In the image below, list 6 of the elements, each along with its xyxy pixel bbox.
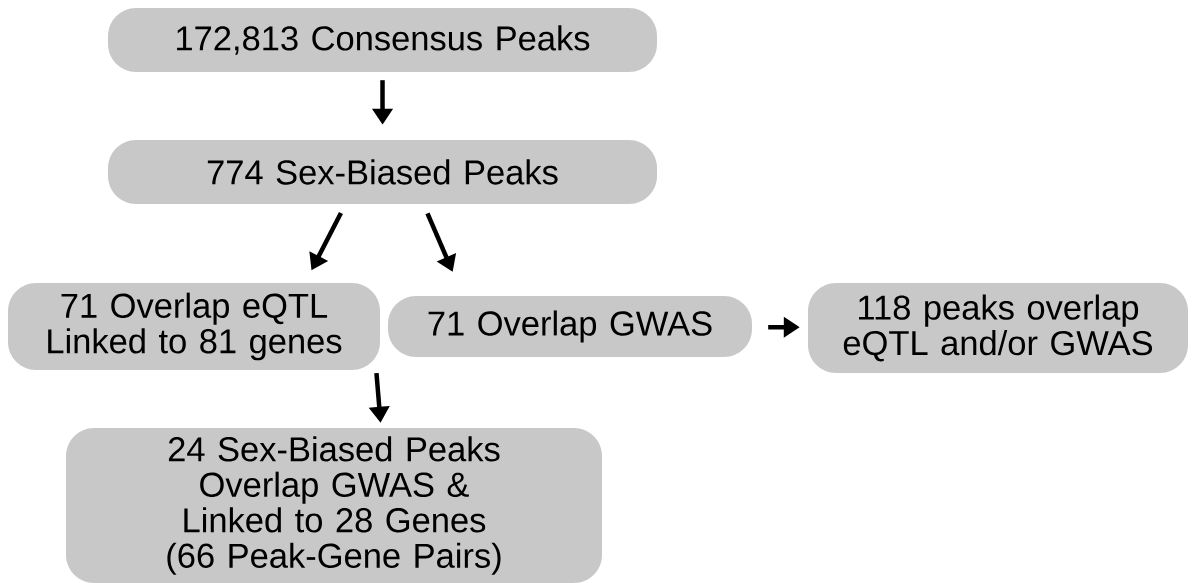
process-box: 24 Sex-Biased Peaks Overlap GWAS & Linked to 28 Genes (66 Peak-Gene Pairs): [66, 428, 602, 583]
process-box: 71 Overlap GWAS: [388, 296, 752, 357]
process-box: 118 peaks overlap eQTL and/or GWAS: [808, 283, 1188, 373]
process-box: 774 Sex-Biased Peaks: [108, 140, 657, 204]
process-box: 71 Overlap eQTL Linked to 81 genes: [8, 283, 380, 370]
process-box: 172,813 Consensus Peaks: [108, 8, 657, 72]
